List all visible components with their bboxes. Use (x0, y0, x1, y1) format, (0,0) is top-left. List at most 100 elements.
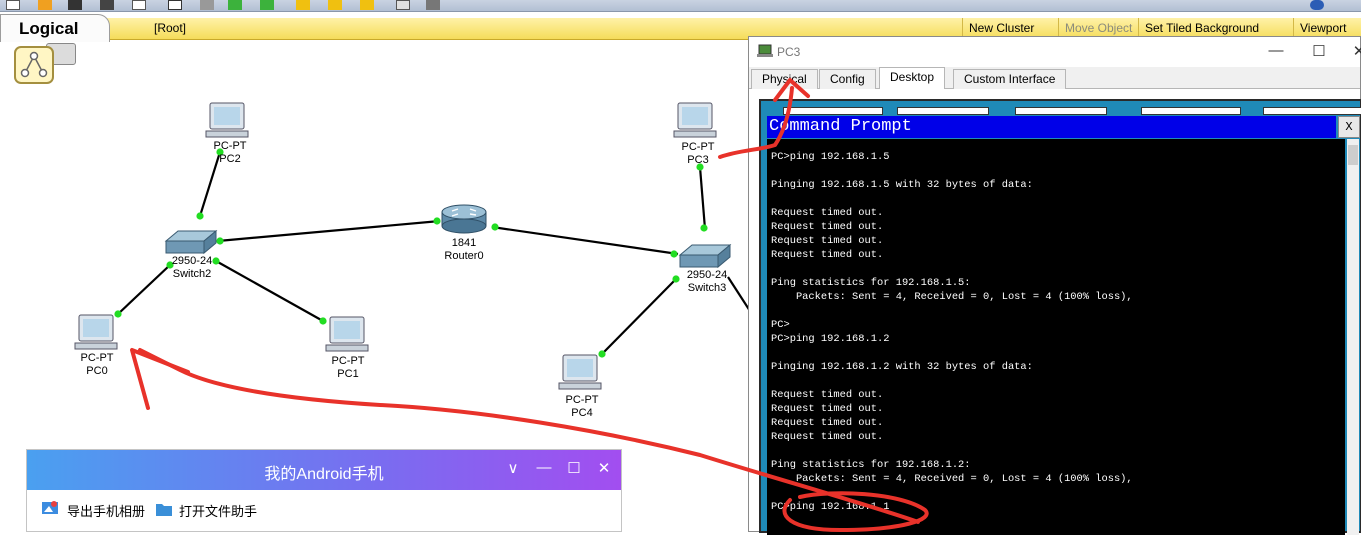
main-toolbar (0, 0, 1361, 12)
command-line (771, 304, 1345, 318)
android-popup-titlebar[interactable]: 我的Android手机 ∨ — ☐ ✕ (27, 450, 621, 490)
cable-switch2-pc1 (215, 260, 324, 322)
move-object-button[interactable]: Move Object (1058, 18, 1138, 40)
command-line: Pinging 192.168.1.5 with 32 bytes of dat… (771, 179, 1033, 191)
activity-wizard-icon[interactable] (168, 0, 182, 10)
pc3-device (673, 102, 717, 138)
close-button[interactable]: ✕ (1352, 43, 1361, 60)
desktop-app-tile[interactable] (897, 107, 989, 115)
command-prompt-scrollbar[interactable] (1347, 139, 1359, 535)
close-button[interactable]: ✕ (597, 460, 611, 477)
tab-desktop[interactable]: Desktop (879, 67, 946, 89)
command-line (771, 192, 1345, 206)
copy-icon[interactable] (132, 0, 146, 10)
scroll-thumb[interactable] (1348, 145, 1358, 165)
cable-switch3-pc4 (601, 278, 677, 355)
switch2-device (164, 229, 218, 255)
draw-freehand-icon[interactable] (360, 0, 374, 10)
open-file-helper-link[interactable]: 打开文件助手 (179, 504, 258, 519)
green-arrows-icon[interactable] (228, 0, 242, 10)
desktop-app-tile[interactable] (783, 107, 883, 115)
cable-pc2-switch2 (198, 151, 222, 217)
command-line: Request timed out. (771, 249, 884, 261)
maximize-button[interactable]: ☐ (567, 460, 581, 477)
grid-icon[interactable] (200, 0, 214, 10)
pc0-device (74, 314, 118, 350)
photo-album-icon (42, 501, 58, 514)
green-down-icon[interactable] (260, 0, 274, 10)
help-icon[interactable] (1310, 0, 1324, 10)
pc2-device (205, 102, 249, 138)
command-line: Request timed out. (771, 235, 884, 247)
minimize-button[interactable]: — (1268, 42, 1284, 59)
router0-device (441, 204, 487, 234)
switch3-device (678, 243, 732, 269)
export-album-link[interactable]: 导出手机相册 (67, 504, 146, 519)
pc4-device (558, 354, 602, 390)
command-line: Request timed out. (771, 207, 884, 219)
keyboard-icon[interactable] (426, 0, 440, 10)
minimize-button[interactable]: — (536, 459, 552, 476)
draw-line-icon[interactable] (296, 0, 310, 10)
command-line (771, 444, 1345, 458)
cable-switch2-router0 (217, 219, 441, 243)
root-breadcrumb[interactable]: [Root] (154, 21, 187, 35)
palette-icon[interactable] (396, 0, 410, 10)
command-line: Request timed out. (771, 403, 884, 415)
pc1-device (325, 316, 369, 352)
command-line (771, 374, 1345, 388)
command-line: Ping statistics for 192.168.1.5: (771, 277, 971, 289)
desktop-app-tile[interactable] (1015, 107, 1107, 115)
new-cluster-button[interactable]: New Cluster (962, 18, 1040, 40)
chevron-down-icon[interactable]: ∨ (507, 460, 519, 477)
android-popup-title: 我的Android手机 (264, 466, 384, 483)
pc-app-icon (757, 44, 773, 57)
pc3-tab-bar: Physical Config Desktop Custom Interface (749, 67, 1360, 89)
command-line: Request timed out. (771, 389, 884, 401)
logical-tab[interactable]: Logical (0, 14, 110, 42)
android-phone-popup[interactable]: 我的Android手机 ∨ — ☐ ✕ 导出手机相册 打开文件助手 (26, 449, 622, 532)
tab-custom-interface[interactable]: Custom Interface (953, 69, 1067, 89)
command-line: Ping statistics for 192.168.1.2: (771, 459, 971, 471)
pc3-window[interactable]: PC3 — ☐ ✕ Physical Config Desktop Custom… (748, 36, 1361, 535)
cable-switch2-pc0 (117, 264, 171, 315)
navigation-cluster-icon[interactable] (14, 46, 54, 84)
pc3-window-title: PC3 (777, 45, 801, 59)
new-file-icon[interactable] (6, 0, 20, 10)
command-line (771, 486, 1345, 500)
pc3-titlebar[interactable]: PC3 — ☐ ✕ (749, 37, 1361, 67)
tab-physical[interactable]: Physical (751, 69, 818, 89)
open-folder-icon[interactable] (38, 0, 52, 10)
command-line: Pinging 192.168.1.2 with 32 bytes of dat… (771, 361, 1033, 373)
set-tiled-background-button[interactable]: Set Tiled Background (1138, 18, 1265, 40)
command-line (771, 346, 1345, 360)
desktop-app-tile[interactable] (1141, 107, 1241, 115)
draw-curve-icon[interactable] (328, 0, 342, 10)
desktop-app-tile[interactable] (1263, 107, 1361, 115)
cable-pc3-switch3 (698, 166, 707, 230)
command-line: Request timed out. (771, 221, 884, 233)
command-prompt-close-button[interactable]: X (1338, 116, 1360, 138)
command-line: Packets: Sent = 4, Received = 0, Lost = … (771, 291, 1133, 303)
command-prompt-title: Command Prompt (767, 116, 1336, 138)
command-line: PC> (771, 319, 790, 331)
print-icon[interactable] (100, 0, 114, 10)
save-icon[interactable] (68, 0, 82, 10)
logical-workspace-bar (0, 18, 1361, 40)
command-line: Packets: Sent = 4, Received = 0, Lost = … (771, 473, 1133, 485)
viewport-button[interactable]: Viewport (1293, 18, 1352, 40)
command-line: PC>ping 192.168.1.1 (771, 501, 890, 513)
maximize-button[interactable]: ☐ (1312, 43, 1326, 60)
tab-config[interactable]: Config (819, 69, 876, 89)
command-line: Request timed out. (771, 417, 884, 429)
